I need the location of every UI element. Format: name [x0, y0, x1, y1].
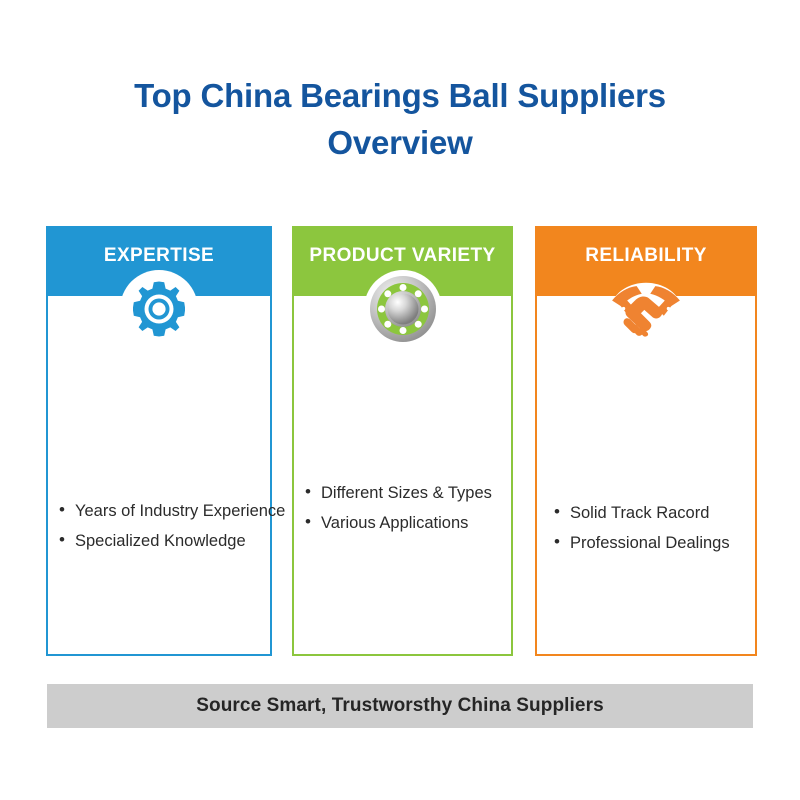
card-body-expertise: Years of Industry Experience Specialized… — [46, 296, 285, 656]
card-header-label-reliability: RELIABILITY — [585, 245, 707, 266]
list-item: Different Sizes & Types — [302, 477, 517, 508]
card-header-label-expertise: EXPERTISE — [103, 245, 215, 266]
bullet-list-reliability: Solid Track Racord Professional Dealings — [551, 497, 761, 558]
page-title-line-1: Top China Bearings Ball Suppliers — [134, 77, 666, 114]
footer-banner: Source Smart, Trustworsthy China Supplie… — [47, 684, 753, 728]
card-body-reliability: Solid Track Racord Professional Dealings — [535, 296, 757, 656]
list-item: Professional Dealings — [551, 527, 761, 558]
feature-card-expertise: EXPERTISE Years of Industry Experience S… — [46, 226, 285, 656]
footer-banner-text: Source Smart, Trustworsthy China Supplie… — [196, 695, 604, 716]
card-body-product-variety: Different Sizes & Types Various Applicat… — [292, 296, 513, 656]
page-title: Top China Bearings Ball Suppliers Overvi… — [0, 72, 800, 166]
card-header-label-product-variety: PRODUCT VARIETY — [309, 245, 496, 266]
list-item: Years of Industry Experience — [56, 495, 326, 526]
feature-card-reliability: RELIABILITY Solid Track Racord Professio… — [535, 226, 757, 656]
bullet-list-expertise: Years of Industry Experience Specialized… — [56, 495, 326, 556]
feature-card-product-variety: PRODUCT VARIETY Different Sizes & Types … — [292, 226, 513, 656]
bullet-list-product-variety: Different Sizes & Types Various Applicat… — [302, 477, 517, 538]
feature-card-row: EXPERTISE Years of Industry Experience S… — [0, 226, 800, 658]
handshake-icon — [607, 270, 685, 348]
ball-bearing-icon — [363, 270, 442, 348]
list-item: Solid Track Racord — [551, 497, 761, 528]
list-item: Various Applications — [302, 507, 517, 538]
page-title-line-2: Overview — [327, 124, 473, 161]
list-item: Specialized Knowledge — [56, 525, 326, 556]
gear-icon — [120, 270, 198, 348]
